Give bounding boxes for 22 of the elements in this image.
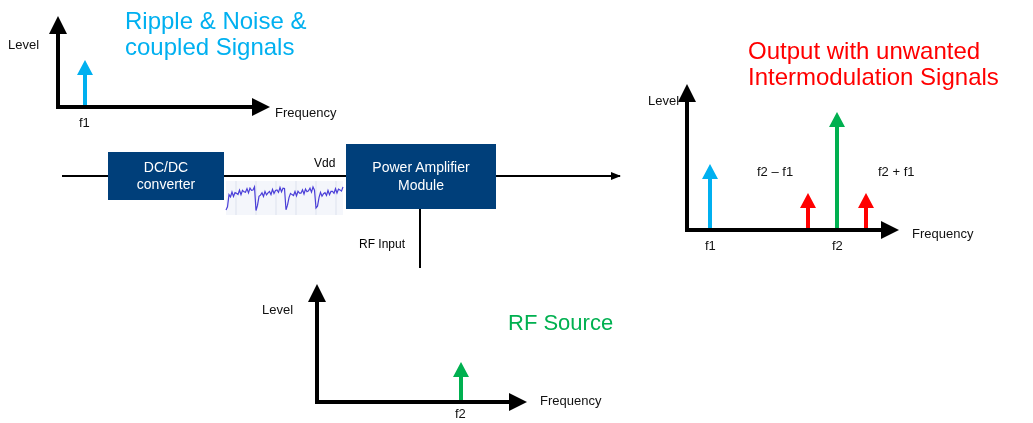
tick-label: f1 bbox=[79, 116, 90, 131]
connector-line bbox=[61, 175, 109, 177]
tick-label: f1 bbox=[705, 239, 716, 254]
axis-label: Level bbox=[262, 303, 294, 318]
axis-label: Frequency bbox=[540, 394, 602, 409]
connector-line bbox=[223, 175, 347, 177]
process-box: Power Amplifier Module bbox=[346, 144, 496, 209]
tick-label: f2 bbox=[455, 407, 466, 422]
plot-title: Ripple & Noise & coupled Signals bbox=[125, 8, 308, 61]
edge-label: RF Input bbox=[358, 238, 407, 252]
process-box: DC/DC converter bbox=[108, 152, 224, 200]
connector-line bbox=[419, 208, 421, 269]
arrow bbox=[495, 172, 621, 180]
axis-label: Frequency bbox=[275, 106, 337, 121]
plot-title: Output with unwanted Intermodulation Signals bbox=[748, 38, 1000, 91]
axis-label: Level bbox=[648, 94, 680, 109]
axis-label: Frequency bbox=[912, 227, 974, 242]
axis-label: Level bbox=[8, 38, 40, 53]
tick-label: f2 bbox=[832, 239, 843, 254]
signal-label: f2 – f1 bbox=[757, 165, 794, 180]
plot-title: RF Source bbox=[508, 311, 614, 336]
signal-label: f2 + f1 bbox=[878, 165, 915, 180]
